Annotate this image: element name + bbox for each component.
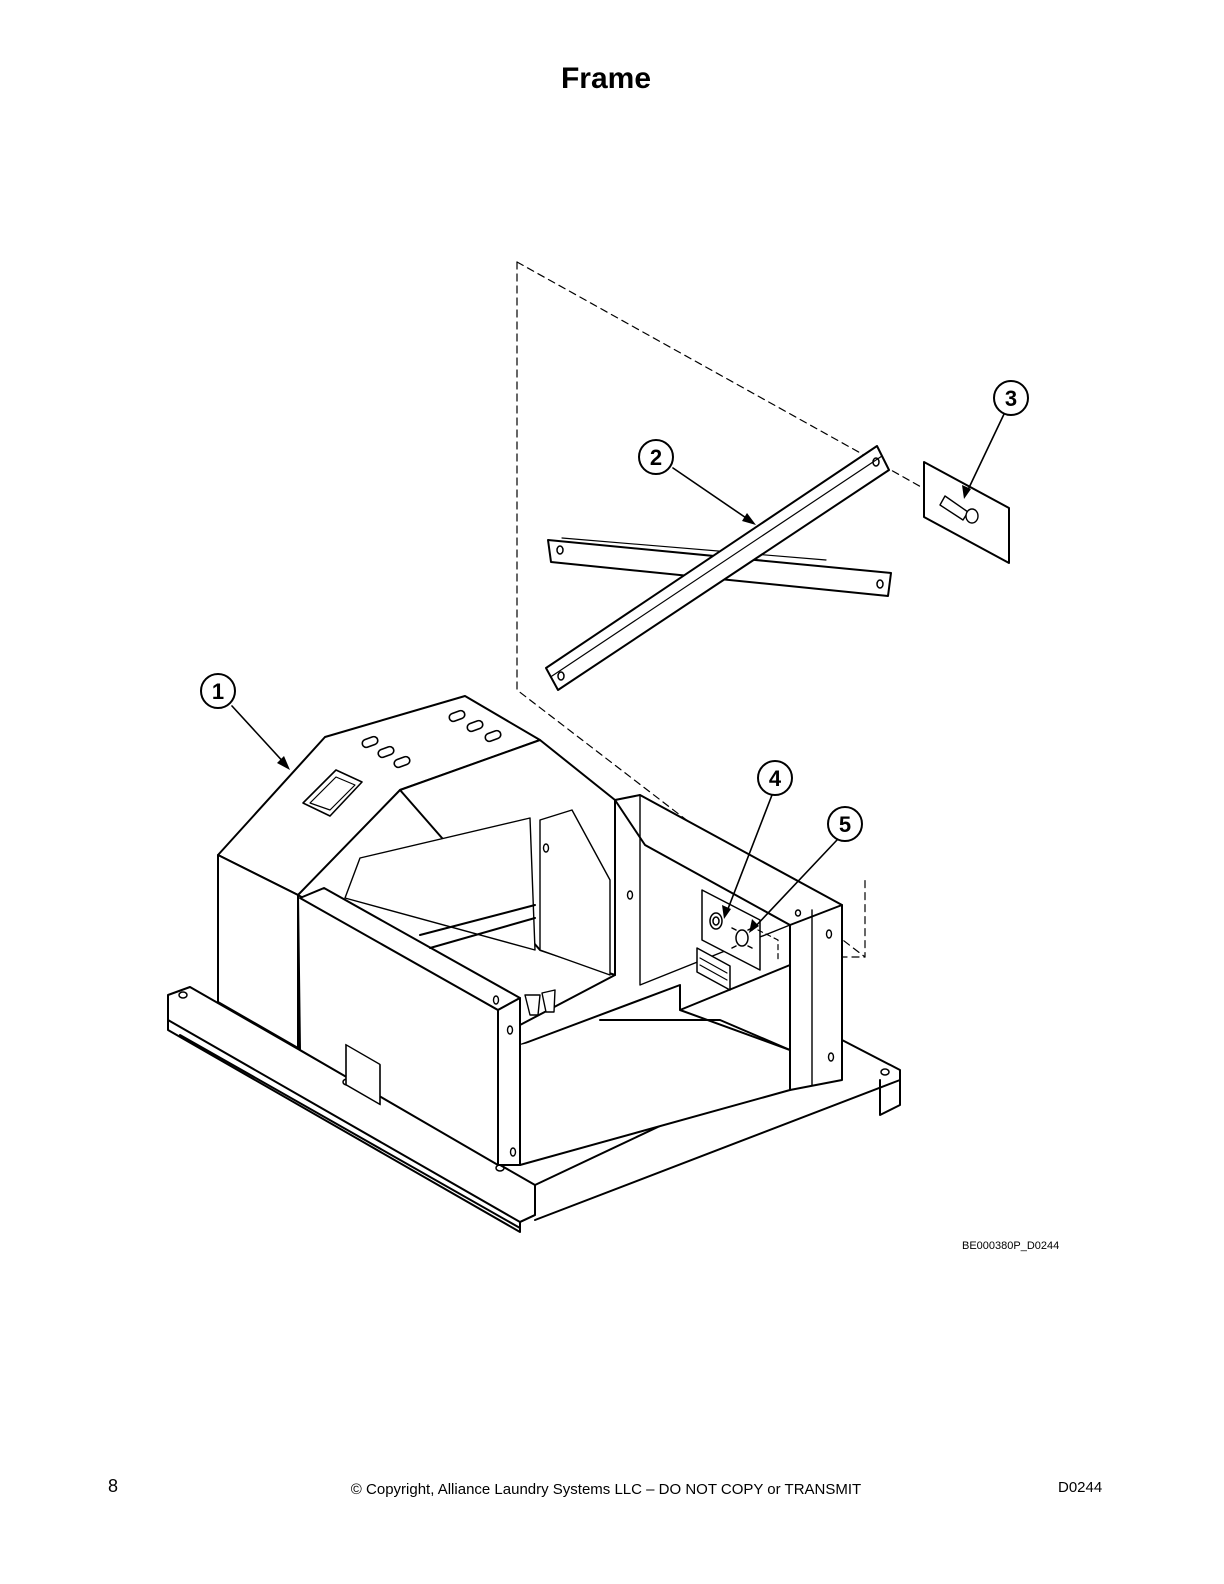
main-frame-part-1 <box>167 695 901 1233</box>
callout-1-label: 1 <box>212 679 224 704</box>
callout-4-label: 4 <box>769 766 782 791</box>
callout-arrowheads <box>277 485 971 933</box>
callout-1: 1 <box>200 673 236 709</box>
document-id: D0244 <box>1058 1479 1103 1496</box>
callout-5-label: 5 <box>839 812 851 837</box>
callout-4: 4 <box>757 760 793 796</box>
bolt-part-3 <box>923 461 1010 564</box>
page-number: 8 <box>108 1476 119 1496</box>
cross-brace-part-2 <box>545 445 892 691</box>
callout-5: 5 <box>827 806 863 842</box>
copyright-notice: © Copyright, Alliance Laundry Systems LL… <box>350 1481 862 1498</box>
figure-id: BE000380P_D0244 <box>962 1240 1060 1252</box>
callout-2: 2 <box>638 439 674 475</box>
callout-3-label: 3 <box>1005 386 1017 411</box>
callout-leaders <box>231 411 1006 931</box>
page-title: Frame <box>560 62 652 95</box>
callout-3: 3 <box>993 380 1029 416</box>
callout-2-label: 2 <box>650 445 662 470</box>
